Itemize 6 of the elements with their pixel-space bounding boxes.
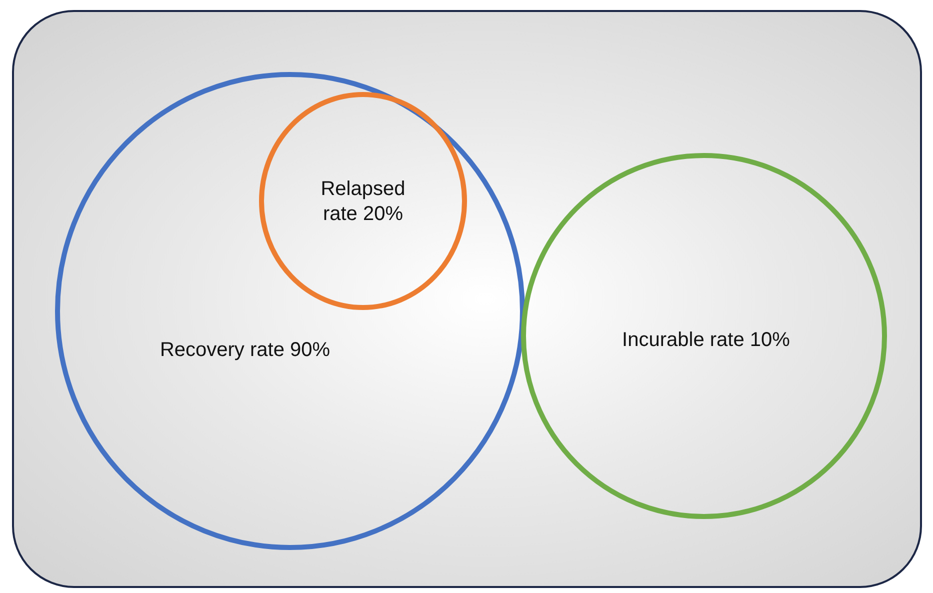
circle-label: Recovery rate 90% [158,338,332,363]
circle-label: Incurable rate 10% [621,328,791,353]
venn-circle [55,72,525,550]
venn-circle [521,153,887,519]
venn-circle [259,92,467,310]
circle-label: Relapsed rate 20% [320,177,406,227]
